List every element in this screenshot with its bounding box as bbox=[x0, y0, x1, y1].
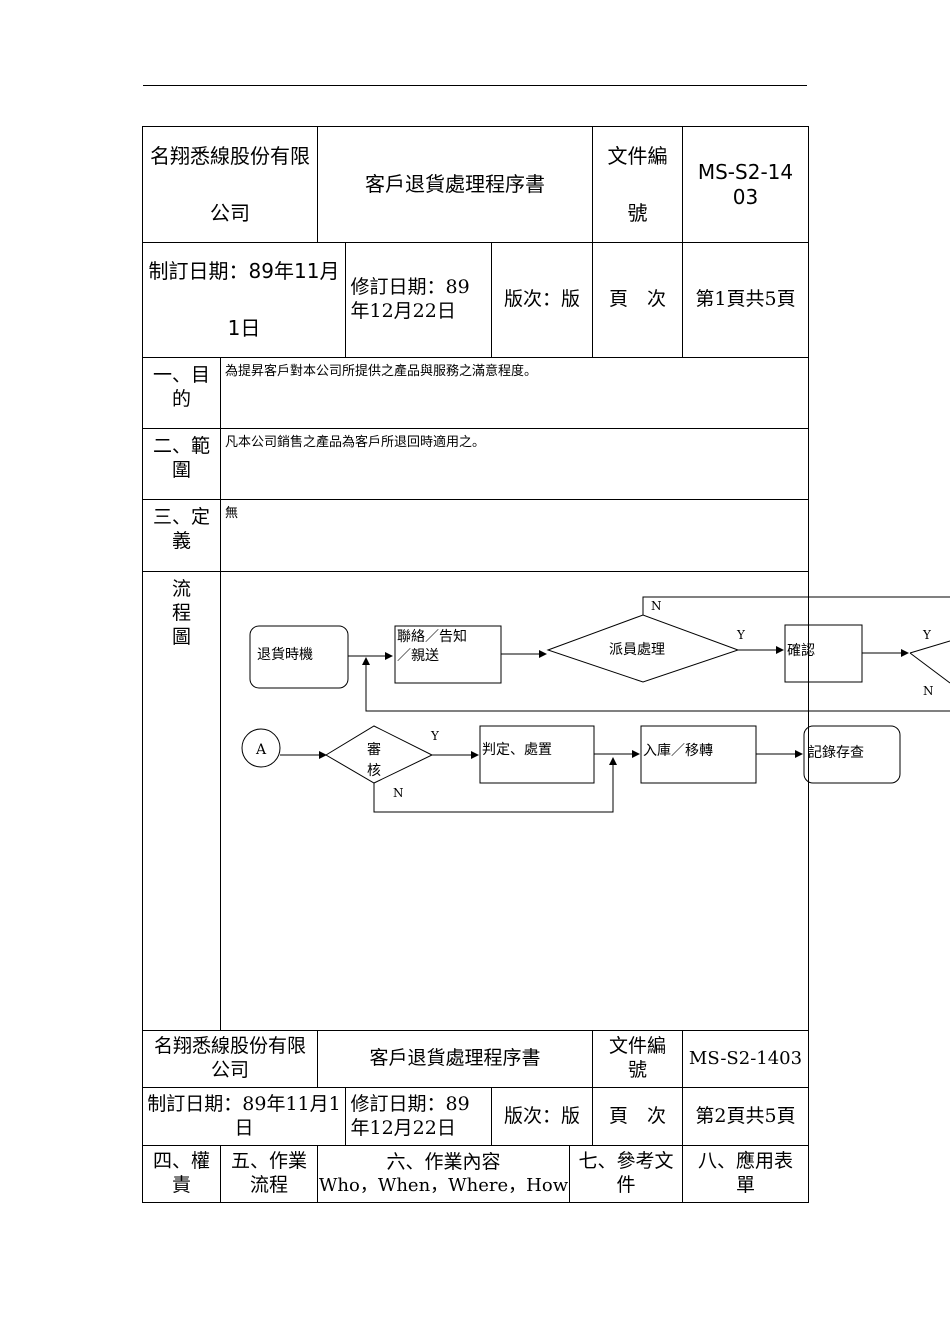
line-review-no bbox=[373, 757, 617, 813]
version: 版次：版 bbox=[491, 242, 593, 358]
label-dispatch-no: N bbox=[651, 599, 662, 613]
col-reference-docs: 七、參考文件 bbox=[569, 1145, 683, 1203]
doc-number: MS-S2-1403 bbox=[682, 126, 809, 243]
label-dispatch-yes: Y bbox=[736, 628, 746, 642]
created-date: 制訂日期：89年11月1日 bbox=[142, 242, 346, 358]
line-dispatch-no bbox=[642, 596, 950, 615]
node-connector-a bbox=[241, 728, 281, 768]
col-work-content-subtitle: Who，When，Where，How bbox=[318, 1174, 569, 1196]
page-number: 第1頁共5頁 bbox=[682, 242, 809, 358]
label-contact-2: ／親送 bbox=[397, 648, 439, 664]
label-contact-1: 聯絡／告知 bbox=[397, 628, 467, 645]
flowchart-label: 流程圖 bbox=[142, 571, 221, 1031]
line-next-diamond-bottom bbox=[909, 652, 950, 684]
col-responsibility: 四、權責 bbox=[142, 1145, 221, 1203]
section-purpose-label: 一、目的 bbox=[142, 357, 221, 429]
col-work-content-title: 六、作業內容 bbox=[386, 1150, 501, 1173]
company-name: 名翔悉線股份有限公司 bbox=[142, 126, 318, 243]
line-feedback-loop bbox=[362, 657, 950, 712]
label-review-yes: Y bbox=[430, 729, 440, 743]
document-title-2: 客戶退貨處理程序書 bbox=[317, 1030, 593, 1088]
doc-number-label-2: 文件編號 bbox=[592, 1030, 683, 1088]
revised-date: 修訂日期：89年12月22日 bbox=[345, 242, 492, 358]
label-review-no: N bbox=[393, 786, 404, 800]
label-connector-a: A bbox=[255, 742, 267, 758]
section-scope-label: 二、範圍 bbox=[142, 428, 221, 500]
label-confirm: 確認 bbox=[787, 643, 815, 659]
label-judge: 判定、處置 bbox=[482, 742, 552, 758]
version-2: 版次：版 bbox=[491, 1087, 593, 1146]
header-rule bbox=[143, 85, 807, 86]
label-return-trigger: 退貨時機 bbox=[257, 646, 313, 663]
label-dispatch: 派員處理 bbox=[609, 642, 665, 658]
line-next-diamond-top bbox=[909, 640, 950, 654]
col-forms: 八、應用表單 bbox=[682, 1145, 809, 1203]
label-next-no: N bbox=[923, 684, 934, 698]
created-date-2: 制訂日期：89年11月1日 bbox=[142, 1087, 346, 1146]
node-return-trigger bbox=[249, 625, 349, 689]
doc-number-2: MS-S2-1403 bbox=[682, 1030, 809, 1088]
col-work-flow: 五、作業流程 bbox=[220, 1145, 318, 1203]
section-purpose-content: 為提昇客戶對本公司所提供之產品與服務之滿意程度。 bbox=[220, 357, 809, 429]
flowchart: 退貨時機 聯絡／告知 ／親送 派員處理 確認 A 審 核 判定、處置 入庫／移轉… bbox=[220, 571, 950, 1031]
page-number-2: 第2頁共5頁 bbox=[682, 1087, 809, 1146]
section-definition-label: 三、定義 bbox=[142, 499, 221, 572]
document-title: 客戶退貨處理程序書 bbox=[317, 126, 593, 243]
label-review-2: 核 bbox=[367, 763, 381, 779]
label-record: 記錄存查 bbox=[808, 744, 864, 761]
col-work-content: 六、作業內容 Who，When，Where，How bbox=[317, 1145, 570, 1203]
page-label: 頁 次 bbox=[592, 242, 683, 358]
section-definition-content: 無 bbox=[220, 499, 809, 572]
node-record bbox=[803, 725, 901, 784]
section-scope-content: 凡本公司銷售之產品為客戶所退回時適用之。 bbox=[220, 428, 809, 500]
company-name-2: 名翔悉線股份有限公司 bbox=[142, 1030, 318, 1088]
label-next-yes: Y bbox=[922, 628, 932, 642]
page-label-2: 頁 次 bbox=[592, 1087, 683, 1146]
doc-number-label: 文件編號 bbox=[592, 126, 683, 243]
revised-date-2: 修訂日期：89年12月22日 bbox=[345, 1087, 492, 1146]
label-review-1: 審 bbox=[367, 742, 381, 758]
label-store: 入庫／移轉 bbox=[643, 742, 713, 759]
